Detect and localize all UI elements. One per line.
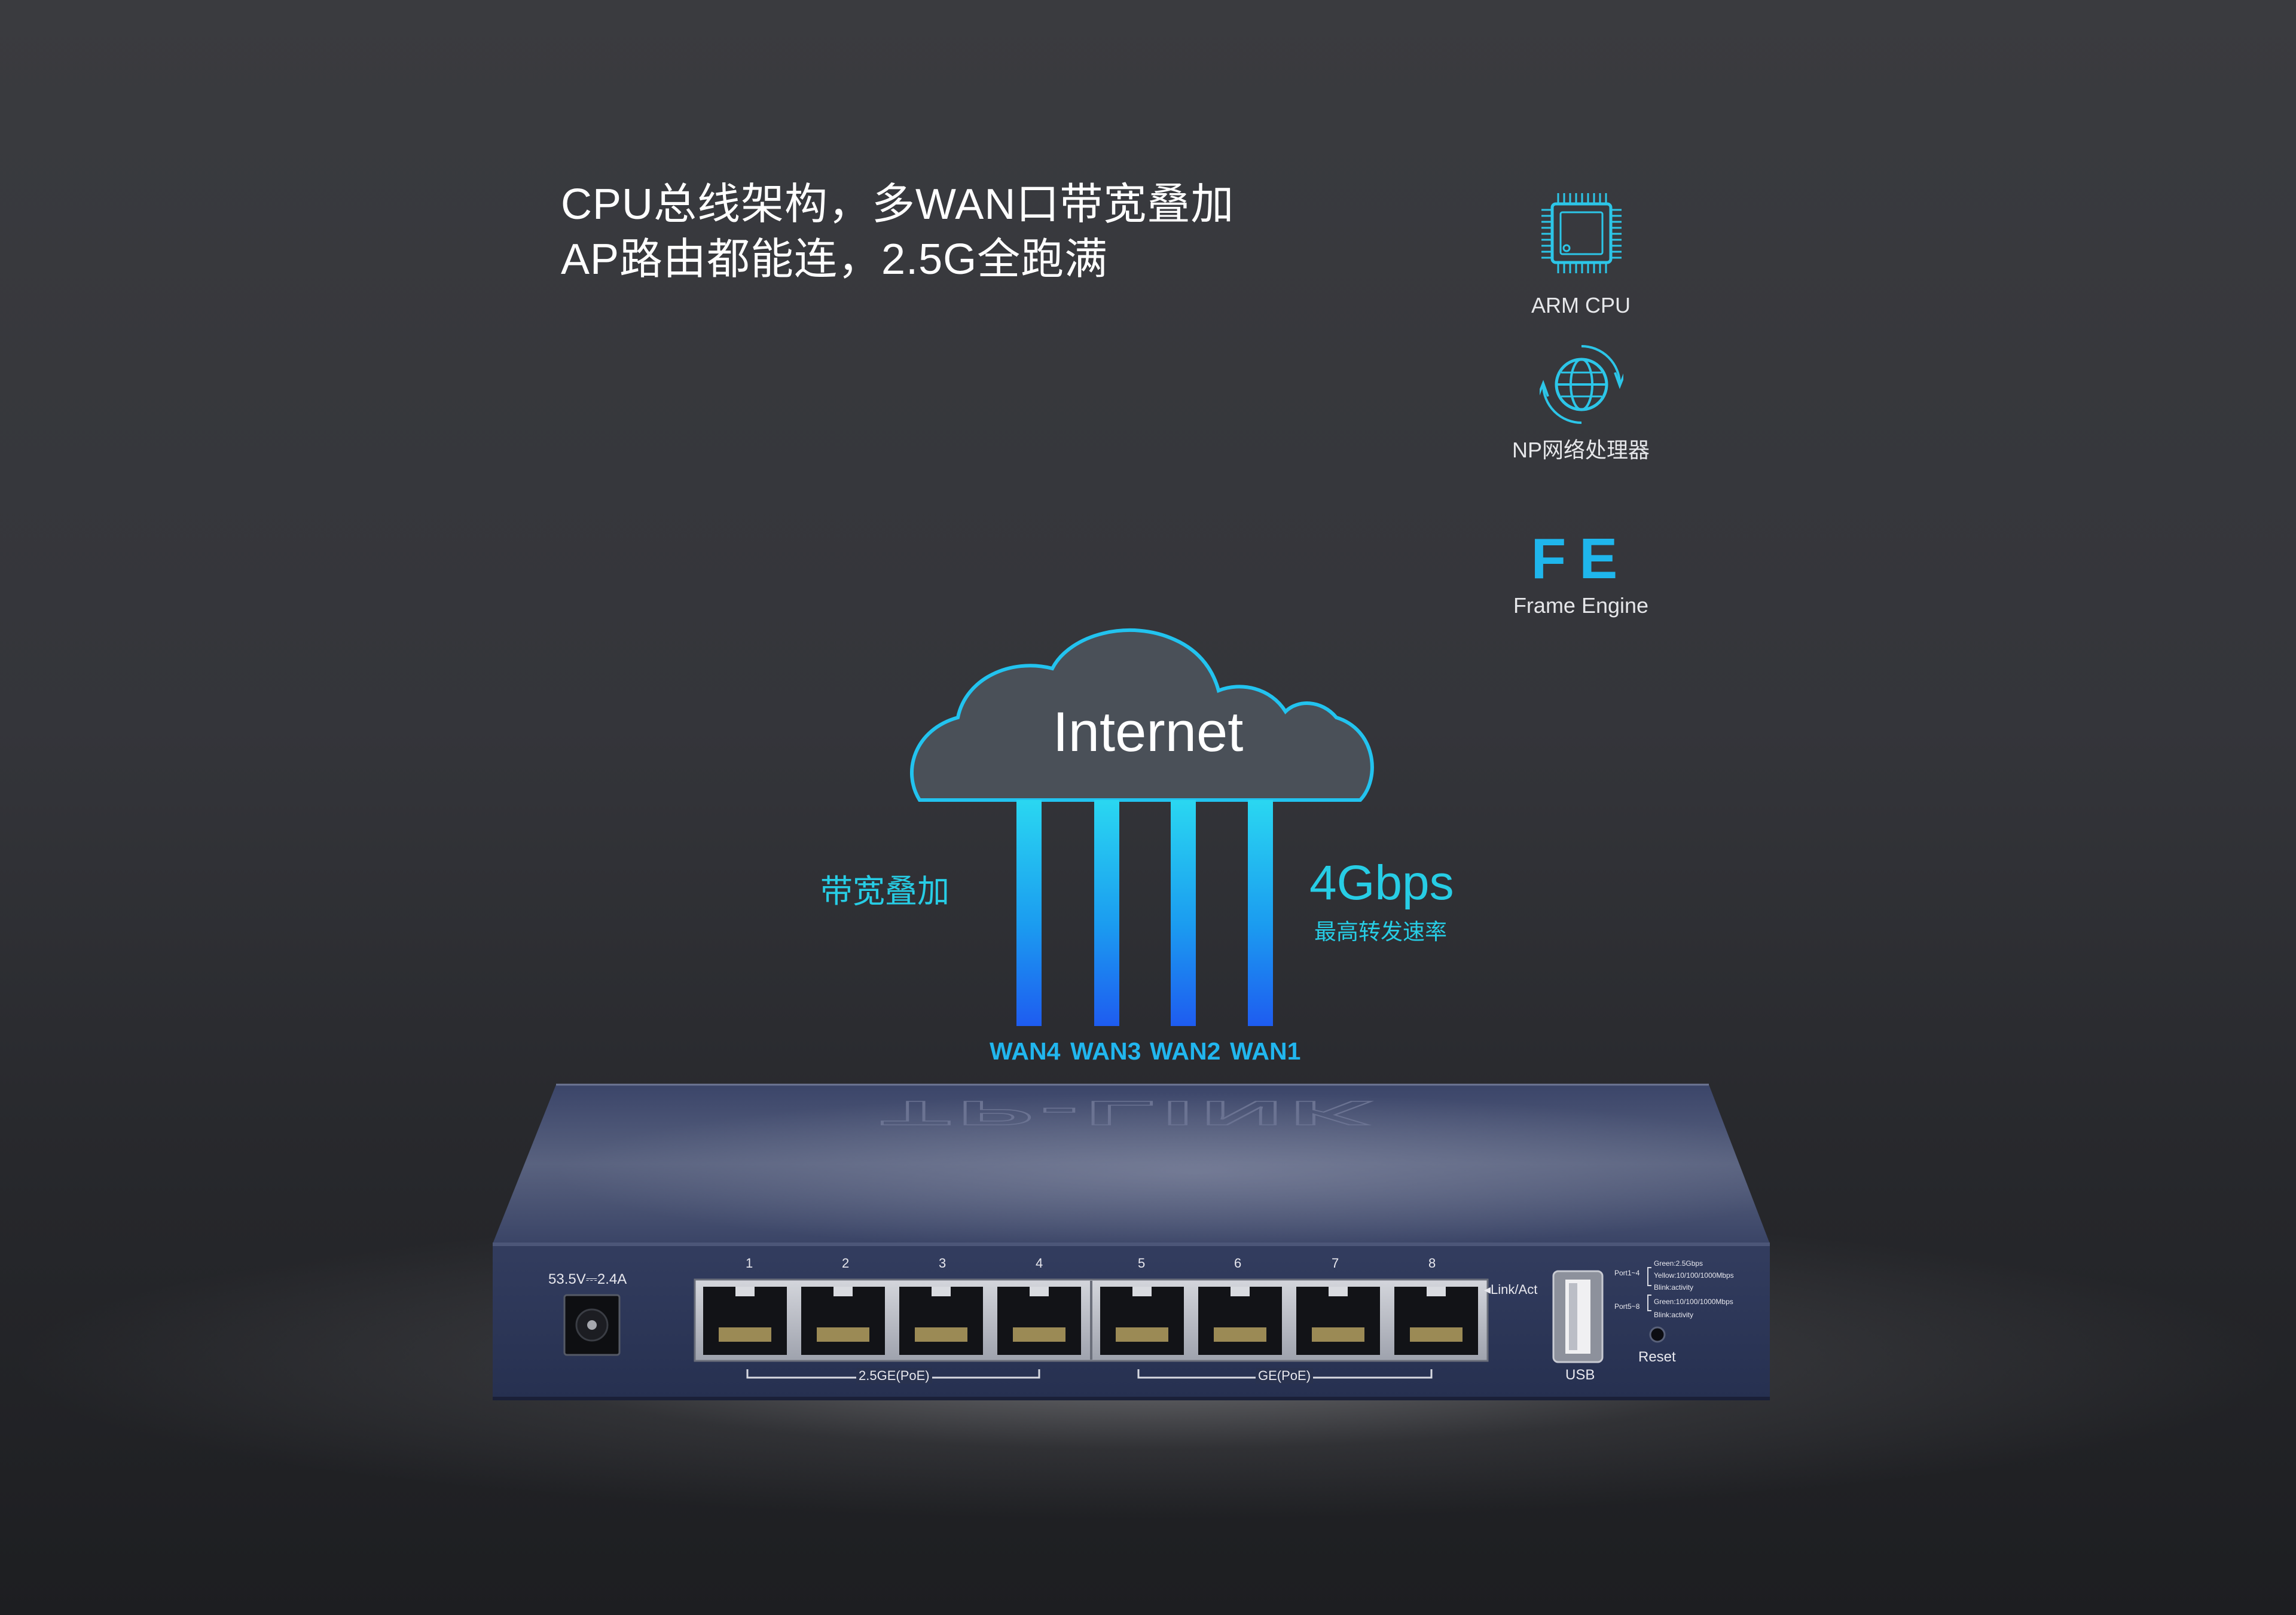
bandwidth-caption: 带宽叠加: [820, 874, 949, 909]
wan2-bar: [1171, 800, 1196, 1026]
link-act-label: ◂Link/Act: [1484, 1282, 1538, 1297]
router-device: TP-LINK: [493, 1083, 1770, 1400]
fe-badge: FE: [1531, 527, 1631, 591]
port-number: 1: [746, 1256, 753, 1271]
power-rating-label: 53.5V⎓2.4A: [548, 1271, 627, 1287]
np-processor-label: NP网络处理器: [1512, 438, 1650, 462]
chip-icon: [1541, 193, 1622, 273]
arm-cpu-label: ARM CPU: [1531, 293, 1631, 317]
reset-label: Reset: [1638, 1349, 1676, 1365]
wan4-bar: [1016, 800, 1042, 1026]
wan3-label: WAN3: [1070, 1037, 1141, 1065]
legend-line: Green:10/100/1000Mbps: [1654, 1298, 1733, 1306]
wan1-label: WAN1: [1230, 1037, 1301, 1065]
legend-line: Yellow:10/100/1000Mbps: [1654, 1271, 1734, 1280]
port-group-ge-label: GE(PoE): [1256, 1368, 1314, 1384]
port-number: 7: [1332, 1256, 1339, 1271]
legend-port1-4-lines: Green:2.5Gbps Yellow:10/100/1000Mbps Bli…: [1654, 1257, 1734, 1293]
legend-line: Blink:activity: [1654, 1283, 1694, 1292]
wan2-label: WAN2: [1150, 1037, 1221, 1065]
port-number: 3: [939, 1256, 947, 1271]
port-number: 8: [1428, 1256, 1436, 1271]
legend-line: Green:2.5Gbps: [1654, 1259, 1703, 1268]
port-number: 4: [1036, 1256, 1043, 1271]
port-number: 2: [842, 1256, 850, 1271]
wan1-bar: [1248, 800, 1273, 1026]
internet-cloud: [910, 628, 1374, 802]
wan-bandwidth-bars: [1016, 800, 1273, 1026]
tp-link-logo: TP-LINK: [881, 1094, 1379, 1132]
legend-port1-4: Port1~4: [1614, 1269, 1640, 1277]
headline-line-2: AP路由都能连，2.5G全跑满: [561, 236, 1109, 283]
legend-port5-8: Port5~8: [1614, 1302, 1640, 1311]
legend-line: Blink:activity: [1654, 1311, 1694, 1319]
speed-value: 4Gbps: [1309, 856, 1454, 910]
legend-port5-8-lines: Green:10/100/1000Mbps Blink:activity: [1654, 1295, 1733, 1321]
port-number: 5: [1138, 1256, 1146, 1271]
frame-engine-label: Frame Engine: [1513, 593, 1649, 618]
port-number: 6: [1234, 1256, 1242, 1271]
headline-line-1: CPU总线架构，多WAN口带宽叠加: [561, 181, 1235, 228]
wan4-label: WAN4: [990, 1037, 1061, 1065]
speed-caption: 最高转发速率: [1314, 920, 1447, 944]
wan3-bar: [1094, 800, 1119, 1026]
usb-label: USB: [1565, 1367, 1595, 1383]
globe-icon: [1540, 345, 1623, 424]
cloud-label: Internet: [1052, 700, 1244, 763]
ethernet-ports: [703, 1287, 1478, 1355]
port-group-25ge-label: 2.5GE(PoE): [856, 1368, 932, 1384]
